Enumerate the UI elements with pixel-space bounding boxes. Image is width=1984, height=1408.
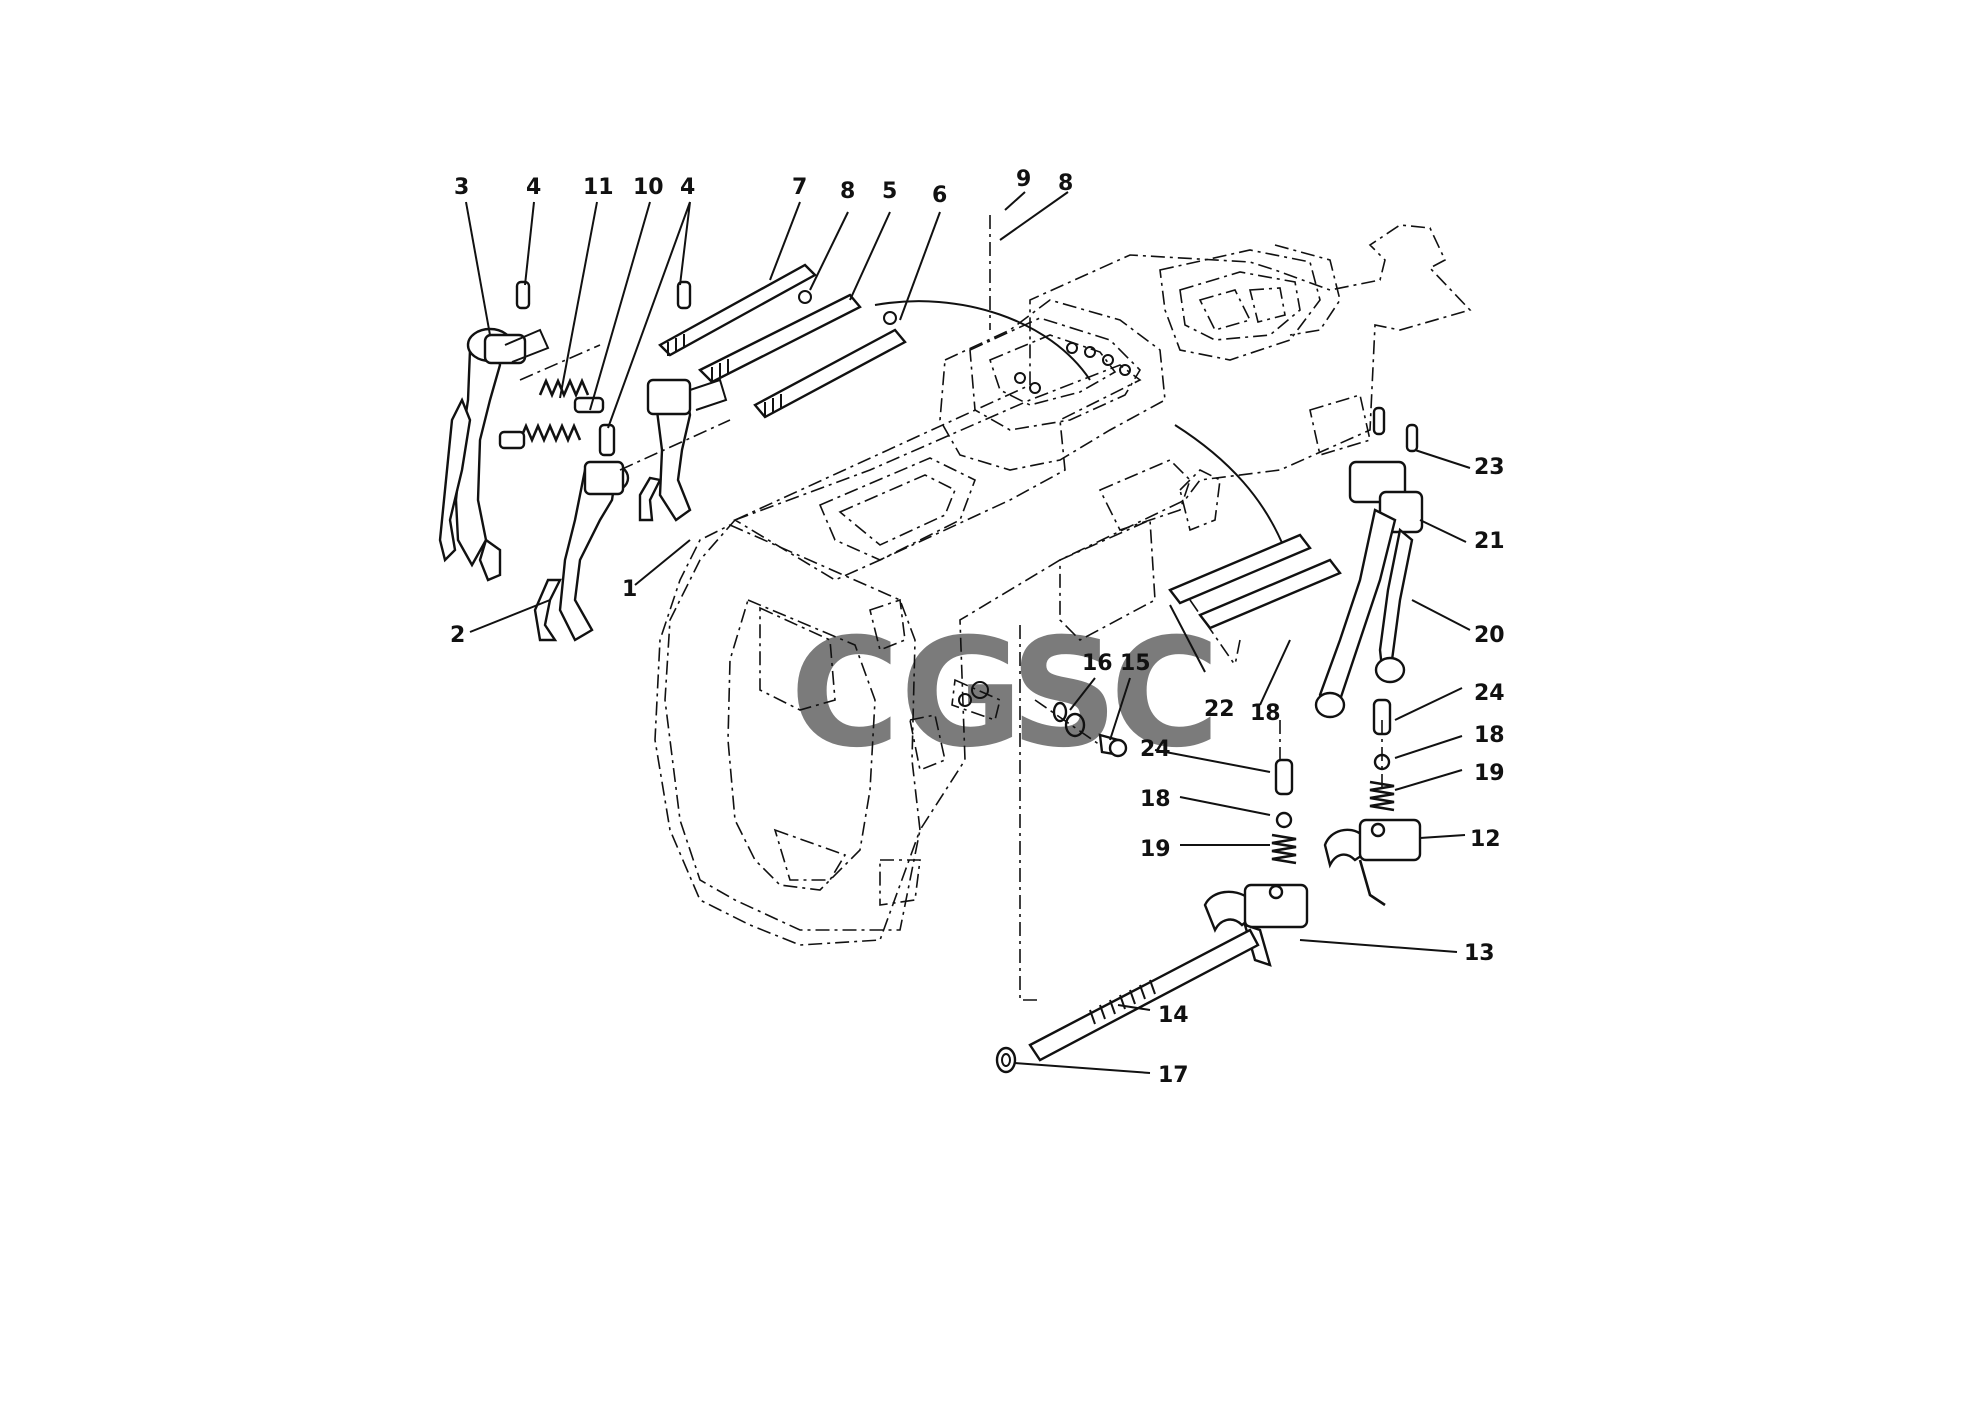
- callout-1: 1: [622, 577, 637, 602]
- callout-9: 9: [1016, 167, 1031, 192]
- callout-5: 5: [882, 179, 897, 204]
- callout-4: 4: [526, 175, 541, 200]
- callout-2: 2: [450, 623, 465, 648]
- callout-17: 17: [1158, 1063, 1189, 1088]
- transmission-housing: [654, 224, 1472, 946]
- callout-23: 23: [1474, 455, 1505, 480]
- callout-15: 15: [1120, 651, 1151, 676]
- callout-21: 21: [1474, 529, 1505, 554]
- left-shift-fork-assembly: [438, 215, 1286, 642]
- callout-19: 19: [1474, 761, 1505, 786]
- callout-10: 10: [633, 175, 664, 200]
- right-shift-fork-assembly: [995, 406, 1424, 1074]
- callout-12: 12: [1470, 827, 1501, 852]
- callout-14: 14: [1158, 1003, 1189, 1028]
- callout-7: 7: [792, 175, 807, 200]
- watermark-letter: C: [790, 607, 900, 781]
- watermark-letter: G: [900, 607, 1023, 781]
- watermark-letter: S: [1010, 607, 1118, 781]
- callout-leaders: [465, 191, 1471, 1074]
- callout-6: 6: [932, 183, 947, 208]
- callout-8: 8: [840, 179, 855, 204]
- callout-18: 18: [1474, 723, 1505, 748]
- callout-13: 13: [1464, 941, 1495, 966]
- callout-18: 18: [1140, 787, 1171, 812]
- callout-24: 24: [1140, 737, 1171, 762]
- callout-24: 24: [1474, 681, 1505, 706]
- callout-4: 4: [680, 175, 695, 200]
- callout-3: 3: [454, 175, 469, 200]
- callout-22: 22: [1204, 697, 1235, 722]
- callout-16: 16: [1082, 651, 1113, 676]
- callout-20: 20: [1474, 623, 1505, 648]
- callout-18: 18: [1250, 701, 1281, 726]
- callout-11: 11: [583, 175, 614, 200]
- callout-19: 19: [1140, 837, 1171, 862]
- callout-8: 8: [1058, 171, 1073, 196]
- callout-labels: 3 4 11 10 4 7 8 5 6 9 8 23 21 20 1 2 16 …: [450, 167, 1505, 1088]
